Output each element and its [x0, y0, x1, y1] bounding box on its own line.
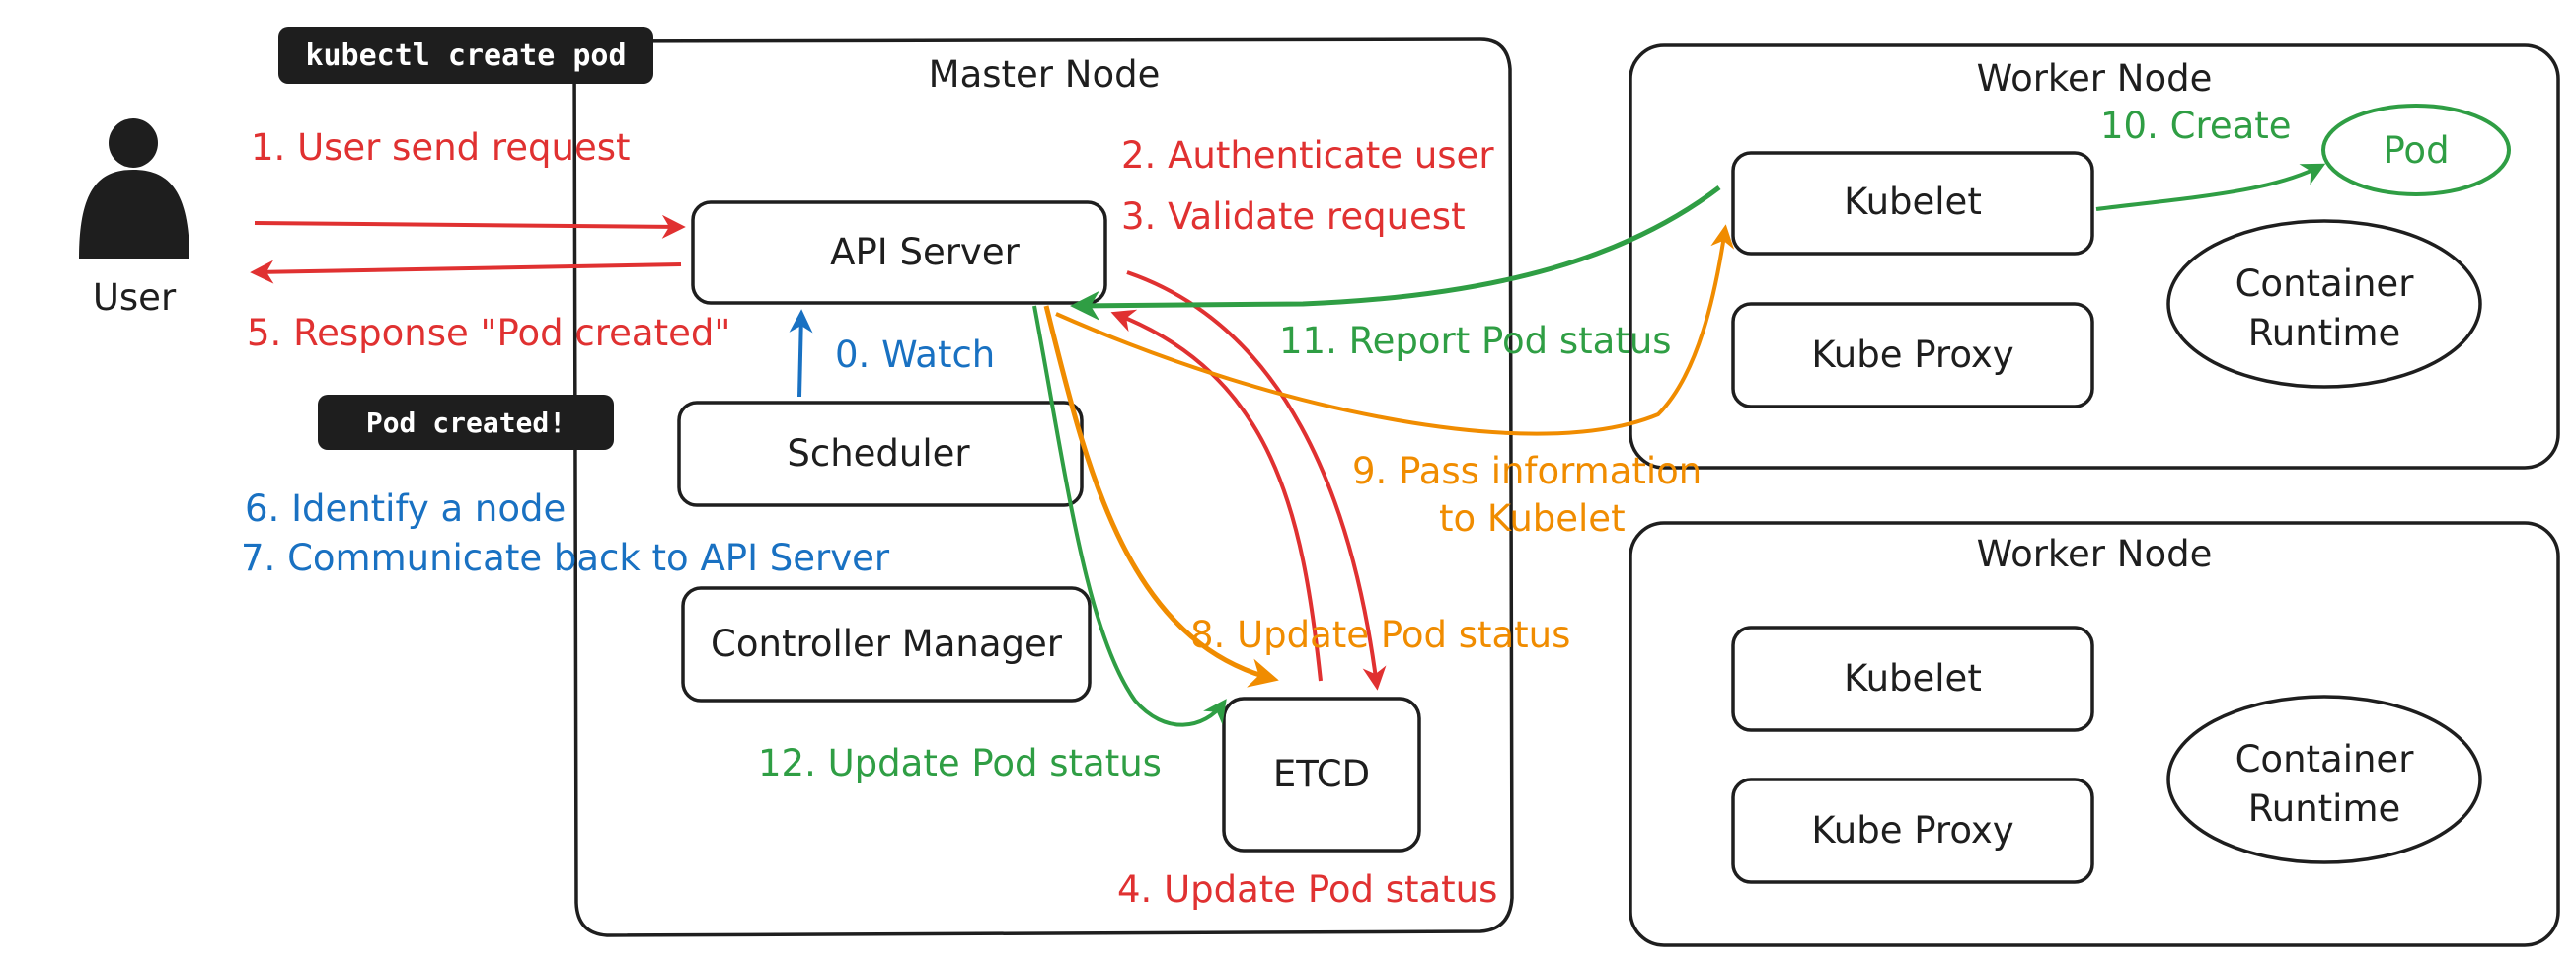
- arrow-response-to-user: [250, 260, 682, 284]
- arrow-report-pod-status: [1070, 185, 1721, 321]
- worker1-container-runtime: [2166, 219, 2482, 389]
- arrow-create-pod: [2095, 163, 2326, 211]
- step-2-label: 2. Authenticate user: [1121, 134, 1494, 177]
- worker1-kubelet-label: Kubelet: [1844, 181, 1982, 223]
- worker2-container-runtime: [2166, 695, 2482, 864]
- user-icon: [79, 118, 189, 259]
- worker-node-2-region: [1629, 521, 2560, 947]
- master-node-region: [572, 37, 1514, 937]
- etcd-label: ETCD: [1273, 753, 1370, 795]
- kubectl-command-text: kubectl create pod: [305, 38, 626, 73]
- scheduler-box: [677, 401, 1084, 507]
- worker1-kube-proxy-box: [1731, 302, 2094, 408]
- step-5-label: 5. Response "Pod created": [247, 312, 730, 354]
- api-server-label: API Server: [830, 231, 1020, 273]
- worker2-runtime-line1: Container: [2235, 738, 2415, 780]
- worker-node-1-title: Worker Node: [1977, 57, 2213, 100]
- worker2-kube-proxy-label: Kube Proxy: [1811, 809, 2013, 852]
- step-11-label: 11. Report Pod status: [1279, 320, 1672, 362]
- controller-manager-box: [681, 586, 1092, 703]
- controller-manager-label: Controller Manager: [711, 623, 1063, 665]
- worker1-kube-proxy-label: Kube Proxy: [1811, 334, 2013, 376]
- arrow-update-pod-status-12: [1032, 305, 1227, 727]
- arrow-pass-info-to-kubelet: [1055, 224, 1735, 436]
- arrow-etcd-to-api: [1110, 309, 1323, 682]
- step-6-label: 6. Identify a node: [245, 487, 566, 530]
- step-4-label: 4. Update Pod status: [1117, 868, 1497, 911]
- api-server-box: [691, 200, 1107, 305]
- worker2-kubelet-box: [1731, 626, 2094, 732]
- arrow-api-to-etcd: [1126, 270, 1387, 691]
- scheduler-label: Scheduler: [787, 432, 970, 475]
- arrow-scheduler-watch: [789, 309, 813, 398]
- worker2-kubelet-label: Kubelet: [1844, 657, 1982, 700]
- step-1-label: 1. User send request: [251, 126, 631, 169]
- etcd-box: [1222, 697, 1421, 853]
- step-3-label: 3. Validate request: [1121, 195, 1466, 238]
- step-8-label: 8. Update Pod status: [1190, 614, 1570, 656]
- step-0-label: 0. Watch: [835, 334, 995, 376]
- worker1-runtime-line2: Runtime: [2248, 312, 2401, 354]
- worker2-runtime-line2: Runtime: [2248, 787, 2401, 830]
- arrow-update-pod-status-8: [1043, 305, 1279, 688]
- worker1-runtime-line1: Container: [2235, 262, 2415, 305]
- master-node-title: Master Node: [929, 53, 1161, 96]
- step-9-label-line1: 9. Pass information: [1352, 450, 1702, 492]
- pod-created-badge: [318, 395, 614, 450]
- arrow-user-request: [254, 214, 686, 239]
- step-7-label: 7. Communicate back to API Server: [241, 537, 890, 579]
- kubectl-command-badge: [278, 27, 653, 84]
- step-10-label: 10. Create: [2100, 105, 2292, 147]
- pod-label: Pod: [2383, 129, 2449, 172]
- worker1-kubelet-box: [1731, 151, 2094, 256]
- step-12-label: 12. Update Pod status: [758, 742, 1162, 784]
- worker2-kube-proxy-box: [1731, 778, 2094, 884]
- worker-node-1-region: [1629, 43, 2560, 470]
- worker-node-2-title: Worker Node: [1977, 533, 2213, 575]
- step-9-label-line2: to Kubelet: [1439, 497, 1626, 540]
- user-label: User: [93, 276, 177, 319]
- pod-ellipse: [2321, 104, 2511, 196]
- pod-created-text: Pod created!: [366, 407, 566, 439]
